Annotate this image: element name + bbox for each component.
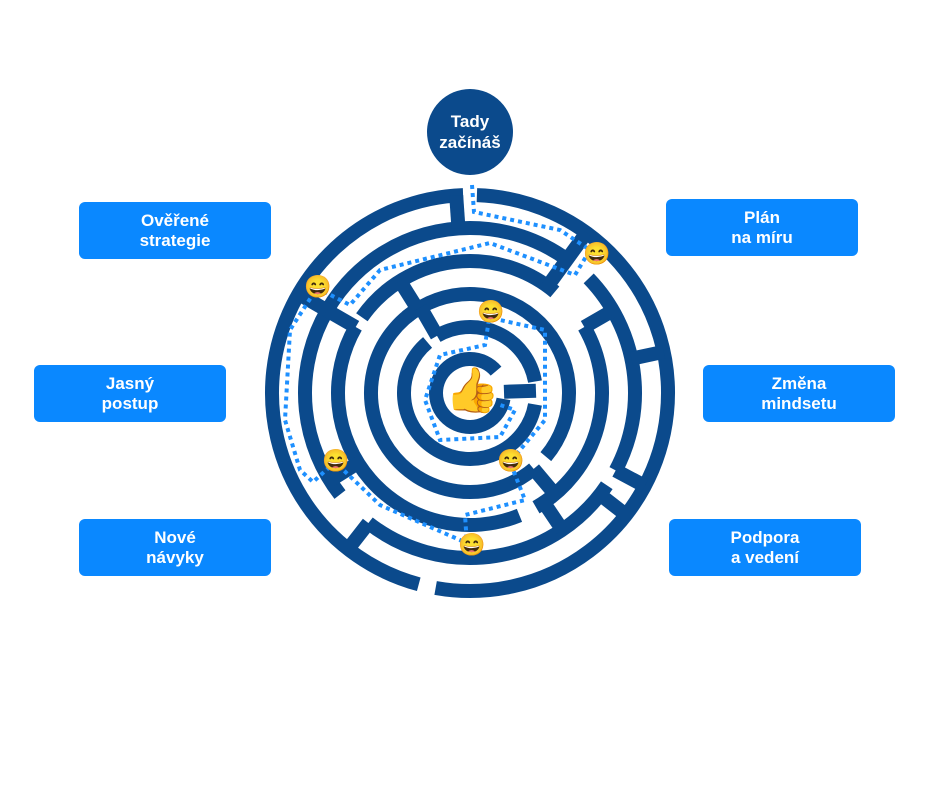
maze-wall	[364, 301, 539, 499]
smiley-icon: 😄	[497, 448, 525, 473]
maze-wall	[397, 337, 542, 466]
maze-wall	[541, 228, 593, 291]
label-jasny-postup: Jasný postup	[34, 365, 226, 422]
maze-wall	[612, 464, 649, 493]
maze-wall	[323, 304, 360, 334]
maze-wall	[434, 188, 675, 598]
maze-walls	[265, 188, 675, 598]
maze-wall	[469, 254, 560, 298]
label-nove-navyky: Nové návyky	[79, 519, 271, 576]
maze-wall	[595, 489, 631, 521]
smiley-icon: 😄	[322, 448, 350, 473]
label-zmena-mindsetu: Změna mindsetu	[703, 365, 895, 422]
smiley-icon: 😄	[458, 532, 486, 557]
thumbs-up-icon: 👍	[445, 366, 500, 415]
maze-wall	[342, 518, 374, 554]
maze-wall	[583, 273, 642, 474]
maze-wall	[394, 277, 424, 313]
smiley-icon: 😄	[583, 241, 611, 266]
maze-wall	[298, 221, 471, 499]
maze-wall	[629, 344, 666, 366]
label-podpora-a-vedeni: Podpora a vedení	[669, 519, 861, 576]
maze-wall	[580, 304, 617, 334]
maze-wall	[429, 352, 511, 434]
maze-wall	[401, 287, 576, 462]
label-overene-strategie: Ověřené strategie	[79, 202, 271, 259]
smiley-icon: 😄	[304, 274, 332, 299]
maze-wall	[295, 287, 331, 317]
maze-wall	[503, 383, 537, 399]
maze-wall	[364, 481, 613, 565]
maze-wall	[433, 320, 542, 383]
label-plan-na-miru: Plán na míru	[666, 199, 858, 256]
solution-path	[282, 184, 593, 550]
maze-wall	[538, 498, 569, 534]
maze-wall	[356, 254, 471, 322]
maze-wall	[469, 221, 572, 266]
maze-wall	[528, 464, 561, 499]
maze-wall	[331, 323, 523, 532]
maze-wall	[449, 194, 466, 229]
maze-wall	[414, 303, 444, 340]
start-circle: Tady začínáš	[427, 89, 513, 175]
smiley-icon: 😄	[477, 299, 505, 324]
